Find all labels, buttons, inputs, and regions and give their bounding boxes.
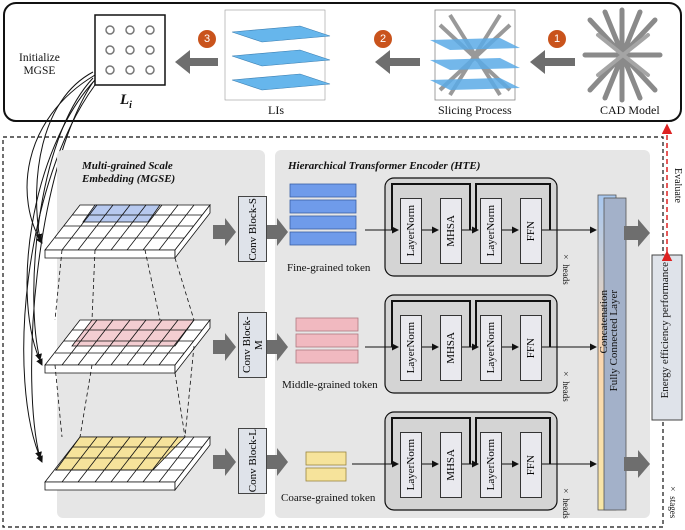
fc-bar — [603, 197, 627, 511]
grid-middle — [44, 318, 211, 375]
conv-block-s: Conv Block-S — [238, 196, 267, 262]
lis-stack-icon — [224, 9, 331, 101]
init-arrows — [23, 71, 96, 463]
grid-connectors — [54, 249, 195, 438]
heads-label-s: × heads — [561, 252, 571, 285]
layernorm-2-m: LayerNorm — [480, 315, 502, 381]
slicing-process-label: Slicing Process — [438, 103, 512, 117]
cad-model-label: CAD Model — [600, 103, 660, 117]
fine-token-label: Fine-grained token — [287, 262, 371, 274]
layernorm-1-m: LayerNorm — [400, 315, 422, 381]
mhsa-m: MHSA — [440, 315, 462, 381]
stages-label: × stages — [668, 484, 678, 519]
li-image-icon — [94, 14, 166, 86]
step-1-badge: 1 — [548, 30, 566, 48]
mhsa-l: MHSA — [440, 432, 462, 498]
grid-coarse — [44, 435, 211, 492]
mhsa-s: MHSA — [440, 198, 462, 264]
top-pipeline-frame — [3, 2, 682, 122]
token-encoder-arrows — [352, 226, 399, 468]
evaluate-label: Evaluate — [672, 168, 683, 203]
cad-model-icon — [582, 7, 663, 103]
heads-label-m: × heads — [561, 369, 571, 402]
slicing-cube-icon — [430, 9, 520, 101]
residual-paths — [391, 183, 551, 464]
step-3-badge: 3 — [198, 30, 216, 48]
coarse-token-stack — [305, 451, 347, 482]
middle-token-stack — [295, 317, 359, 364]
layernorm-2-l: LayerNorm — [480, 432, 502, 498]
conv-token-arrows — [265, 218, 288, 476]
conv-block-m: Conv Block-M — [238, 312, 267, 378]
fine-token-stack — [289, 183, 357, 246]
output-label: Energy efficiency performance — [659, 262, 671, 399]
hte-title: Hierarchical Transformer Encoder (HTE) — [288, 160, 481, 172]
grid-fine — [44, 203, 211, 260]
block-arrows — [420, 226, 597, 468]
fc-output-arrows — [624, 219, 650, 478]
layernorm-2-s: LayerNorm — [480, 198, 502, 264]
grid-conv-arrows — [213, 218, 236, 476]
middle-token-label: Middle-grained token — [282, 379, 378, 391]
coarse-token-label: Coarse-grained token — [281, 492, 376, 504]
li-label: Li — [120, 92, 132, 111]
output-box — [651, 254, 683, 421]
pipeline-arrows — [175, 50, 575, 74]
lis-label: LIs — [268, 103, 284, 117]
fc-label: Fully Connected Layer — [608, 290, 620, 392]
step-2-badge: 2 — [374, 30, 392, 48]
heads-label-l: × heads — [561, 486, 571, 519]
ffn-l: FFN — [520, 432, 542, 498]
conv-block-l: Conv Block-L — [238, 428, 267, 494]
ffn-m: FFN — [520, 315, 542, 381]
layernorm-1-s: LayerNorm — [400, 198, 422, 264]
ffn-s: FFN — [520, 198, 542, 264]
layernorm-1-l: LayerNorm — [400, 432, 422, 498]
